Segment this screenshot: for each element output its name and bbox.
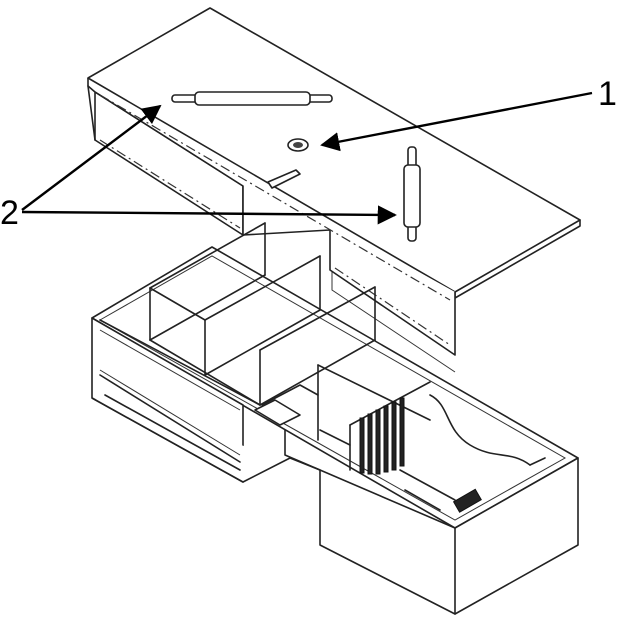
rod-horizontal <box>171 91 333 106</box>
note-clips <box>359 397 405 475</box>
cash-tray <box>91 222 579 615</box>
lid-latch <box>267 169 301 189</box>
callout-2-arrows <box>21 104 397 225</box>
callout-2-label: 2 <box>0 194 19 232</box>
rod-vertical <box>403 146 421 242</box>
callout-1-arrow <box>320 91 593 152</box>
lock-icon <box>287 138 309 152</box>
callout-1-label: 1 <box>598 75 617 113</box>
rear-clip <box>452 488 482 513</box>
